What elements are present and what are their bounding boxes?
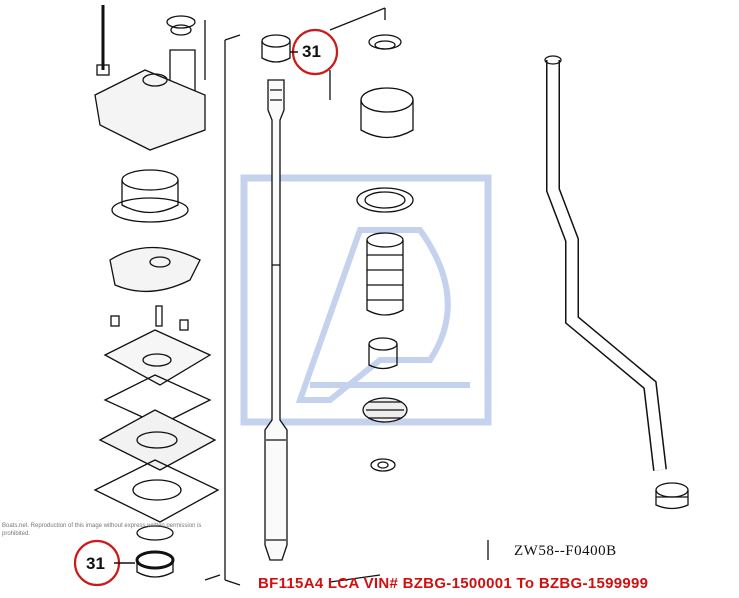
diagram-code: ZW58--F0400B bbox=[514, 543, 617, 559]
callout-number-top[interactable]: 31 bbox=[302, 42, 321, 61]
model-caption: BF115A4 LCA VIN# BZBG-1500001 To BZBG-15… bbox=[258, 575, 649, 592]
callout-number-bottom[interactable]: 31 bbox=[86, 554, 105, 573]
bearing-stack bbox=[356, 34, 414, 472]
water-pump-assembly bbox=[93, 5, 220, 578]
drive-shaft bbox=[261, 34, 291, 561]
bracket-left bbox=[224, 34, 241, 586]
shift-rod-tube bbox=[544, 55, 689, 510]
copyright-text: Boats.net. Reproduction of this image wi… bbox=[2, 523, 202, 537]
watermark-logo bbox=[240, 174, 492, 426]
